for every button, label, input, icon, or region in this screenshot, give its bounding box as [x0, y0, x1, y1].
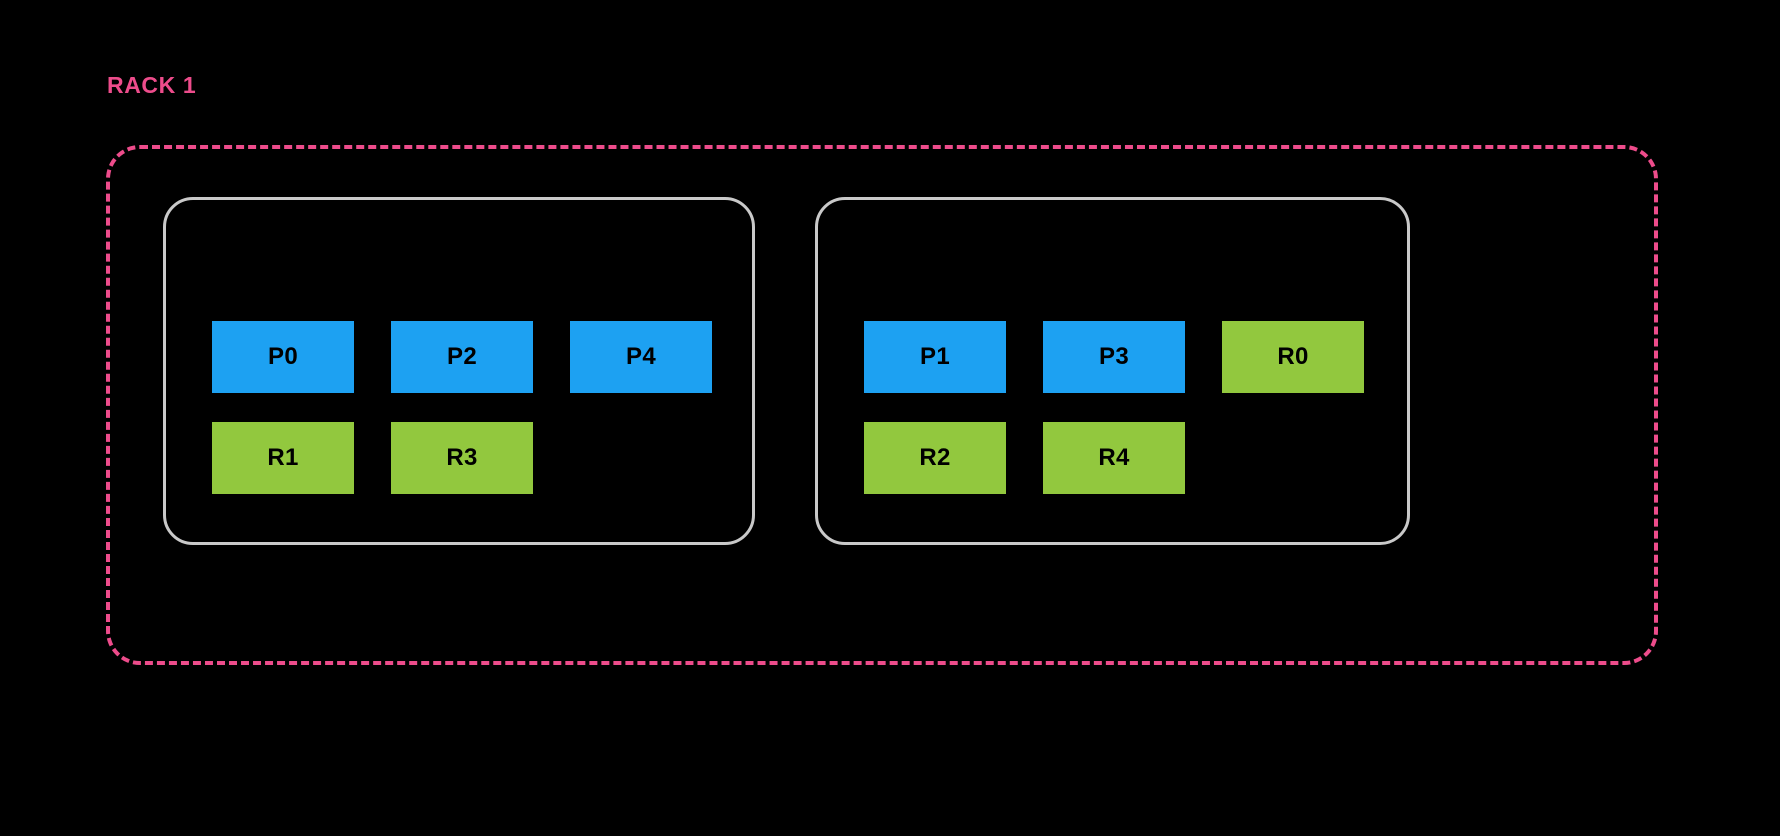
node-right-block-grid: P1 P3 R0 R2 R4: [864, 321, 1364, 494]
node-left-partition-row: P0 P2 P4: [212, 321, 712, 393]
node-left: P0 P2 P4 R1 R3: [163, 197, 755, 545]
block-p2[interactable]: P2: [391, 321, 533, 393]
block-empty-slot: [570, 422, 712, 494]
block-r3[interactable]: R3: [391, 422, 533, 494]
block-p3[interactable]: P3: [1043, 321, 1185, 393]
block-r0[interactable]: R0: [1222, 321, 1364, 393]
block-p0[interactable]: P0: [212, 321, 354, 393]
node-right-replica-row: R2 R4: [864, 422, 1364, 494]
block-r2[interactable]: R2: [864, 422, 1006, 494]
rack-label: RACK 1: [107, 72, 197, 98]
block-p1[interactable]: P1: [864, 321, 1006, 393]
node-left-replica-row: R1 R3: [212, 422, 712, 494]
node-right: P1 P3 R0 R2 R4: [815, 197, 1410, 545]
block-empty-slot: [1222, 422, 1364, 494]
block-r4[interactable]: R4: [1043, 422, 1185, 494]
rack-boundary: [106, 145, 1658, 665]
block-p4[interactable]: P4: [570, 321, 712, 393]
node-right-partition-row: P1 P3 R0: [864, 321, 1364, 393]
block-r1[interactable]: R1: [212, 422, 354, 494]
node-left-block-grid: P0 P2 P4 R1 R3: [212, 321, 712, 494]
